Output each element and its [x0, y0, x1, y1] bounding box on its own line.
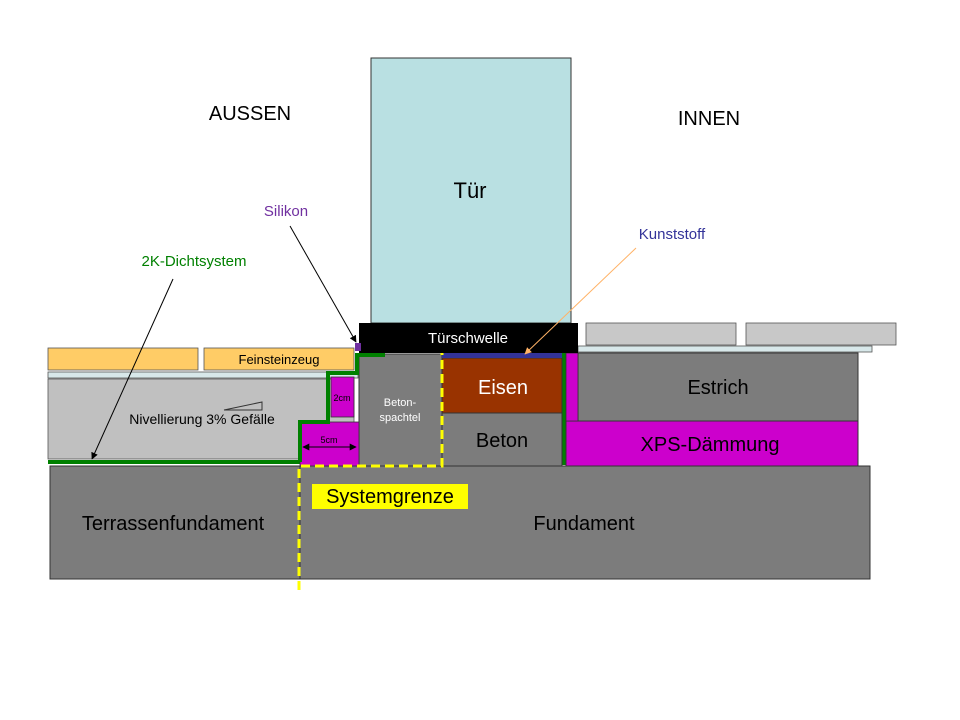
- tile-inside-2: [745, 322, 897, 346]
- system-boundary-line: [297, 353, 444, 590]
- plastic-strip: [442, 353, 562, 358]
- outside-thin-layer: [47, 371, 359, 379]
- label-leveling: Nivellierung 3% Gefälle: [129, 411, 275, 427]
- label-threshold: Türschwelle: [428, 330, 508, 347]
- concrete-block: [441, 412, 563, 467]
- label-silicone: Silikon: [264, 203, 308, 220]
- magenta-piece-2cm: [330, 376, 355, 418]
- label-iron: Eisen: [478, 377, 528, 399]
- sealing-leader-arrow: [91, 278, 174, 460]
- concrete-filler-block: [358, 353, 443, 467]
- label-foundation: Fundament: [533, 513, 635, 535]
- plastic-leader-arrow: [524, 247, 637, 355]
- label-outside: AUSSEN: [209, 103, 291, 125]
- screed-left-strip: [565, 352, 579, 422]
- label-dim-2cm: 2cm: [333, 393, 350, 403]
- terrace-foundation-block: [49, 465, 301, 580]
- sealing-line-left: [298, 353, 385, 462]
- inside-thin-layer: [577, 345, 873, 353]
- label-system-boundary: Systemgrenze: [326, 486, 454, 508]
- label-plastic: Kunststoff: [639, 226, 706, 243]
- label-concrete: Beton: [476, 430, 528, 452]
- screed-block: [577, 352, 859, 422]
- silicone-dot: [355, 343, 361, 351]
- tile-outside-1: [47, 347, 199, 371]
- label-filler-line1: Beton-: [384, 397, 417, 409]
- label-filler-line2: spachtel: [380, 412, 421, 424]
- label-inside: INNEN: [678, 108, 740, 130]
- label-insulation: XPS-Dämmung: [641, 434, 780, 456]
- xps-insulation-block: [565, 420, 859, 467]
- system-boundary-label-bg: [312, 484, 468, 509]
- slope-triangle-icon: [223, 401, 263, 411]
- label-sealing-system: 2K-Dichtsystem: [141, 253, 246, 270]
- label-terrace-foundation: Terrassenfundament: [82, 513, 265, 535]
- tile-inside-1: [585, 322, 737, 346]
- tile-outside-2: [203, 347, 355, 371]
- label-screed: Estrich: [687, 377, 748, 399]
- label-tiles: Feinsteinzeug: [239, 352, 320, 367]
- label-dim-5cm: 5cm: [320, 435, 337, 445]
- label-door: Tür: [454, 178, 487, 203]
- door-block: [370, 57, 572, 324]
- silicone-leader-arrow: [289, 225, 357, 343]
